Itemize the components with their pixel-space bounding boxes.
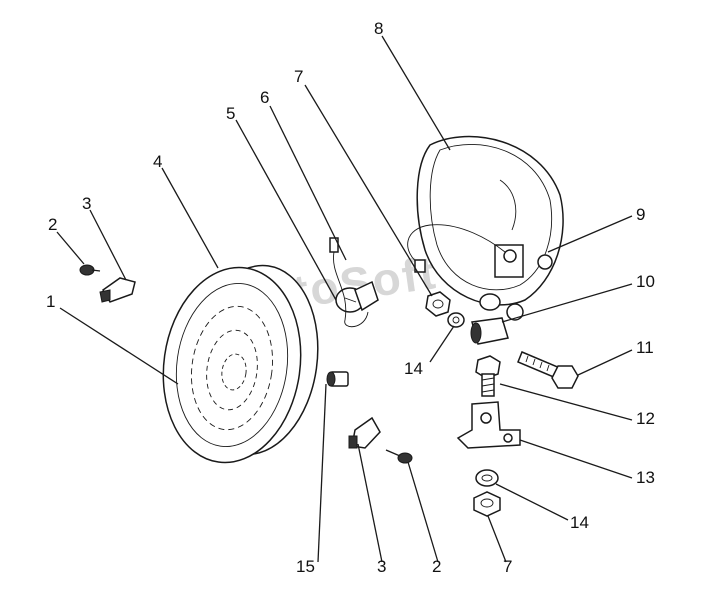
callout-11: 11 (636, 338, 654, 357)
part-screw-lower (385, 449, 413, 464)
callout-3-upper: 3 (82, 194, 91, 213)
callout-3-lower: 3 (377, 557, 386, 576)
callout-12: 12 (636, 409, 655, 428)
part-nut-upper (425, 291, 451, 317)
part-screw-upper (79, 264, 101, 276)
callout-5: 5 (226, 104, 235, 123)
callout-8: 8 (374, 19, 383, 38)
callout-7-upper: 7 (294, 67, 303, 86)
part-bolt-long (517, 351, 579, 389)
part-bracket (456, 401, 521, 449)
callout-10: 10 (636, 272, 655, 291)
part-washer-lower (475, 469, 499, 487)
callout-14-upper: 14 (404, 359, 423, 378)
callout-9: 9 (636, 205, 645, 224)
part-small-clip (326, 371, 349, 387)
callout-6: 6 (260, 88, 269, 107)
part-bushing (470, 317, 509, 345)
callout-2-upper: 2 (48, 215, 57, 234)
part-nut-lower (473, 491, 501, 517)
part-clip-lower (348, 416, 381, 449)
part-lens-assembly (162, 264, 319, 464)
callout-2-lower: 2 (432, 557, 441, 576)
callout-4: 4 (153, 152, 162, 171)
callout-1: 1 (46, 292, 55, 311)
callout-15: 15 (296, 557, 315, 576)
callout-7-lower: 7 (503, 557, 512, 576)
callout-14-lower: 14 (570, 513, 589, 532)
callout-13: 13 (636, 468, 655, 487)
part-clip-upper (99, 277, 136, 303)
part-bolt-short (475, 355, 501, 397)
part-washer-upper (447, 312, 465, 328)
callout-labels: 1 2 3 4 5 6 7 8 9 10 11 12 13 14 14 7 15… (46, 19, 655, 576)
leader-lines (56, 35, 633, 563)
part-housing (407, 135, 564, 321)
